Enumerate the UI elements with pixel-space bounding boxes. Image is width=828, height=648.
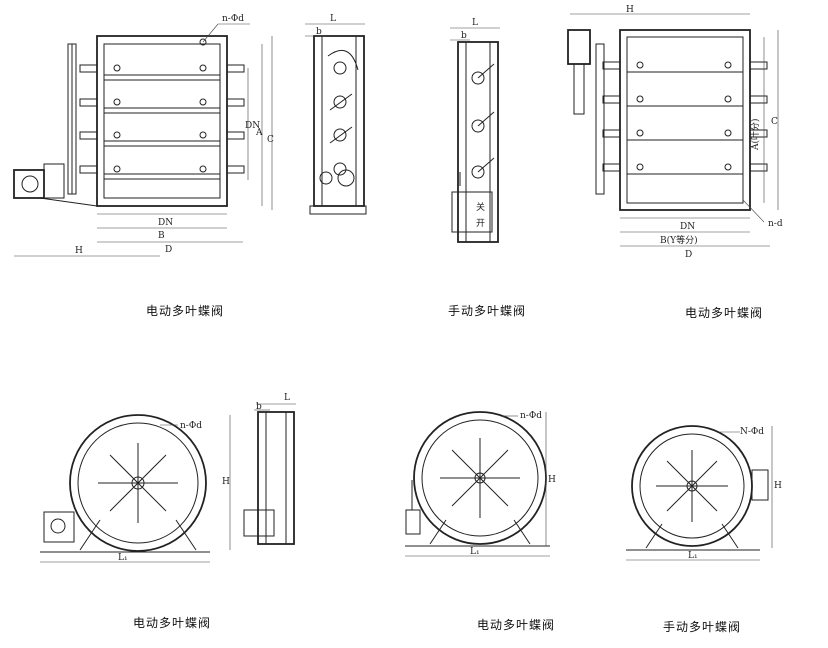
drawing-manual-rect-side: L b 关 开	[450, 18, 500, 243]
label-l-roundside: L	[284, 393, 290, 403]
label-l1-round-2: L₁	[470, 547, 480, 557]
label-l-manual: L	[472, 18, 478, 28]
drawing-electric-rect-front: n-Φd DN B D H DN A C	[13, 14, 274, 257]
drawing-electric-rect-side: L b	[305, 14, 367, 215]
label-l1-round: L₁	[118, 553, 128, 563]
label-l: L	[330, 14, 336, 24]
caption-manual-round: 手动多叶蝶阀	[663, 620, 742, 634]
drawing-electric-round-front: n-Φd L₁ H	[40, 414, 231, 563]
label-b-manual: b	[461, 31, 467, 41]
label-kai: 开	[476, 218, 485, 229]
label-c-2: C	[771, 117, 778, 127]
caption-electric-round-1: 电动多叶蝶阀	[133, 616, 212, 630]
label-n-phi-d-round-2: n-Φd	[520, 411, 542, 421]
label-b-roundside: b	[256, 402, 262, 412]
label-b: B	[158, 231, 165, 241]
label-n-d: n-d	[768, 219, 783, 229]
label-n-phi-d-round: n-Φd	[180, 421, 202, 431]
drawing-electric-round-front-2: n-Φd L₁ H	[405, 411, 556, 557]
label-b-horiz: B(Y等分)	[660, 234, 698, 246]
label-d-2: D	[685, 250, 692, 260]
label-n-phi-d: n-Φd	[222, 14, 244, 24]
caption-electric-rect-1: 电动多叶蝶阀	[146, 304, 225, 318]
caption-manual-rect: 手动多叶蝶阀	[448, 304, 527, 318]
label-dn: DN	[158, 218, 173, 228]
label-b-side: b	[316, 27, 322, 37]
label-h-round-2: H	[548, 475, 556, 485]
label-a-vert: A(叶分)	[750, 118, 761, 151]
caption-electric-rect-2: 电动多叶蝶阀	[685, 306, 764, 320]
label-h: H	[75, 246, 83, 256]
label-dn-v: DN	[245, 121, 260, 131]
label-h-manual-round: H	[774, 481, 782, 491]
label-dn-2: DN	[680, 222, 695, 232]
label-l1-manual-round: L₁	[688, 551, 698, 561]
label-c: C	[267, 135, 274, 145]
drawing-electric-rect-front-2: H DN B(Y等分) D n-d A(叶分) C	[567, 5, 783, 260]
label-a: A	[255, 128, 263, 138]
drawing-manual-round-front: N-Φd L₁ H	[626, 425, 782, 561]
label-N-phi-d: N-Φd	[740, 427, 764, 437]
label-d: D	[165, 245, 172, 255]
drawing-round-side: L b	[243, 393, 296, 545]
label-h-2: H	[626, 5, 634, 15]
caption-electric-round-2: 电动多叶蝶阀	[477, 618, 556, 632]
label-guan: 关	[476, 201, 485, 213]
label-h-round: H	[222, 477, 230, 487]
